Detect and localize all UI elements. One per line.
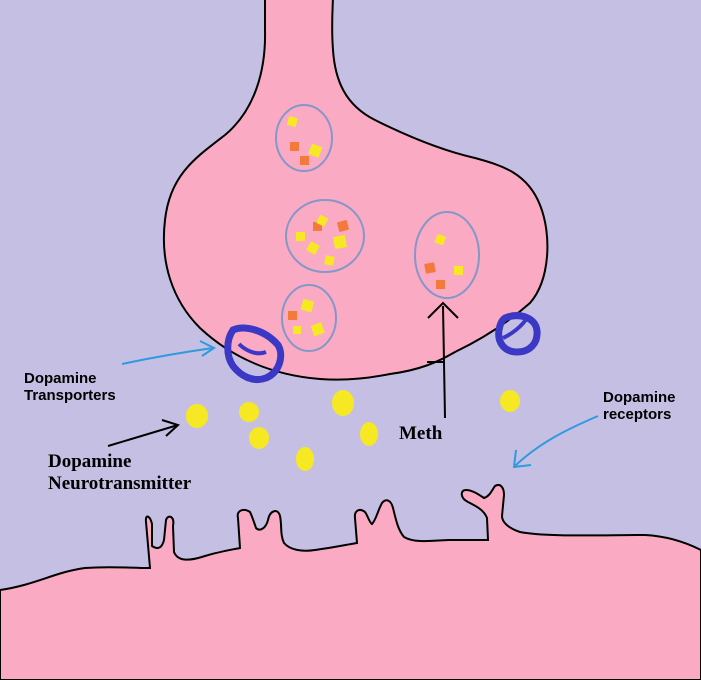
vesicle-top — [275, 104, 333, 172]
dopamine-transporters-label-line2: Transporters — [24, 387, 116, 405]
dopamine-molecule — [186, 404, 208, 428]
vesicle-right — [414, 211, 480, 299]
dopamine-molecule — [296, 447, 314, 471]
dopamine-transporters-label: Dopamine Transporters — [24, 370, 116, 405]
dopamine-molecule — [249, 427, 269, 449]
vesicle-middle — [285, 199, 365, 273]
dopamine-receptors-label: Dopamine receptors — [603, 389, 676, 424]
dopamine-neurotransmitter-label: Dopamine Neurotransmitter — [48, 451, 191, 495]
dopamine-receptors-label-line1: Dopamine — [603, 389, 676, 406]
neurotransmitter-arrow — [107, 419, 180, 447]
dopamine-neurotransmitter-label-line1: Dopamine — [48, 451, 132, 472]
dopamine-molecule — [360, 422, 378, 446]
dopamine-molecule — [332, 390, 354, 416]
postsynaptic-neuron — [0, 484, 701, 680]
transporter-arrow — [121, 340, 216, 365]
dopamine-transporter-right — [495, 312, 541, 356]
meth-label: Meth — [399, 423, 443, 444]
dopamine-molecule — [239, 402, 259, 422]
presynaptic-terminal — [162, 0, 549, 381]
meth-arrow — [427, 301, 459, 419]
dopamine-transporters-label-line1: Dopamine — [24, 370, 97, 387]
receptor-arrow — [512, 415, 599, 469]
dopamine-molecule — [500, 390, 520, 412]
dopamine-neurotransmitter-label-line2: Neurotransmitter — [48, 472, 192, 494]
vesicle-lower — [281, 284, 337, 352]
dopamine-transporter-left — [224, 324, 285, 383]
dopamine-receptors-label-line2: receptors — [603, 406, 672, 424]
